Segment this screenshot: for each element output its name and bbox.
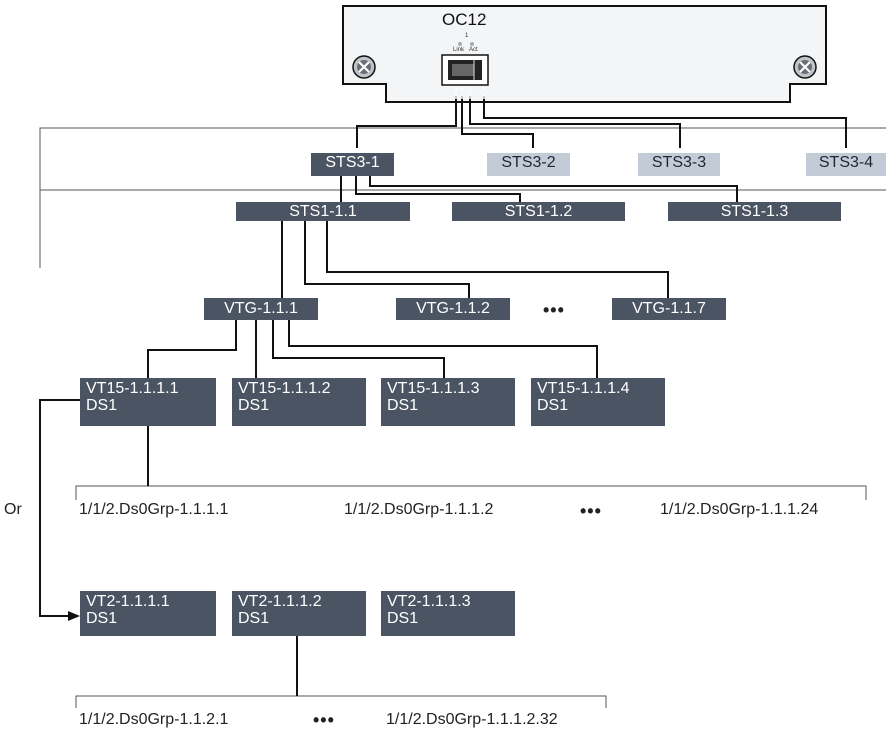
vtg-1-1-1-box[interactable]: VTG-1.1.1	[204, 298, 318, 320]
port-icon	[441, 42, 489, 86]
ds0grp-label: 1/1/2.Ds0Grp-1.1.1.2.32	[386, 711, 558, 728]
vt15-type: DS1	[86, 397, 118, 414]
vt15-type: DS1	[238, 397, 270, 414]
ds0grp-label: 1/1/2.Ds0Grp-1.1.1.24	[660, 501, 819, 518]
bracket-guides	[39, 127, 886, 708]
vt15-1-1-1-1-box[interactable]: VT15-1.1.1.1 DS1	[80, 378, 216, 426]
sts1-1-1-box[interactable]: STS1-1.1	[236, 202, 410, 221]
vt15-id: VT15-1.1.1.1	[86, 380, 179, 397]
oc12-card	[342, 5, 827, 103]
ds0grp-label: 1/1/2.Ds0Grp-1.1.1.2	[344, 501, 494, 518]
ds0grp-label: 1/1/2.Ds0Grp-1.1.2.1	[79, 711, 229, 728]
vt2-1-1-1-2-box[interactable]: VT2-1.1.1.2 DS1	[232, 591, 366, 636]
or-label: Or	[4, 501, 22, 518]
vt2-1-1-1-1-box[interactable]: VT2-1.1.1.1 DS1	[80, 591, 216, 636]
vt2-type: DS1	[387, 610, 419, 627]
sts3-2-box[interactable]: STS3-2	[487, 153, 570, 176]
vt15-1-1-1-2-box[interactable]: VT15-1.1.1.2 DS1	[232, 378, 366, 426]
sts1-1-3-box[interactable]: STS1-1.3	[668, 202, 841, 221]
ds0-ellipsis: •••	[580, 501, 602, 521]
vt15-id: VT15-1.1.1.3	[387, 380, 480, 397]
ds0grp-label: 1/1/2.Ds0Grp-1.1.1.1	[79, 501, 229, 518]
card-title: OC12	[442, 10, 487, 29]
vtg-1-1-2-box[interactable]: VTG-1.1.2	[396, 298, 510, 320]
vt2-type: DS1	[238, 610, 270, 627]
vt2-id: VT2-1.1.1.1	[86, 593, 170, 610]
vt2-type: DS1	[86, 610, 118, 627]
vt2-1-1-1-3-box[interactable]: VT2-1.1.1.3 DS1	[381, 591, 515, 636]
sts3-3-box[interactable]: STS3-3	[638, 153, 720, 176]
sts3-1-box[interactable]: STS3-1	[311, 153, 394, 176]
vt15-id: VT15-1.1.1.2	[238, 380, 331, 397]
screw-left-icon	[352, 55, 376, 79]
arrow-head-icon	[68, 611, 80, 621]
led-act-label: Act	[469, 47, 478, 53]
vtg-1-1-7-box[interactable]: VTG-1.1.7	[612, 298, 726, 320]
vtg-ellipsis: •••	[543, 300, 565, 320]
screw-right-icon	[793, 55, 817, 79]
vt15-type: DS1	[387, 397, 419, 414]
vt2-id: VT2-1.1.1.3	[387, 593, 471, 610]
sts3-4-box[interactable]: STS3-4	[806, 153, 886, 176]
sts1-1-2-box[interactable]: STS1-1.2	[452, 202, 625, 221]
led-link-label: Link	[453, 47, 465, 53]
vt15-type: DS1	[537, 397, 569, 414]
vt15-id: VT15-1.1.1.4	[537, 380, 630, 397]
vt2-id: VT2-1.1.1.2	[238, 593, 322, 610]
port-number: 1	[465, 33, 469, 39]
vt15-1-1-1-3-box[interactable]: VT15-1.1.1.3 DS1	[381, 378, 515, 426]
vt15-1-1-1-4-box[interactable]: VT15-1.1.1.4 DS1	[531, 378, 665, 426]
ds0-ellipsis: •••	[313, 710, 335, 730]
